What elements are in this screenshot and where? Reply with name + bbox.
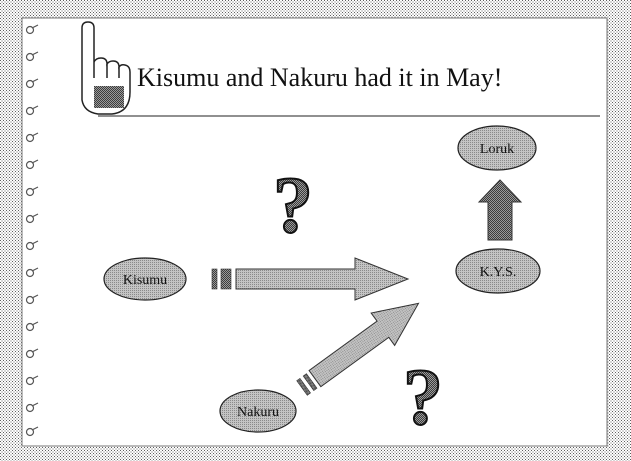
- binder-ring-icon: [25, 78, 39, 89]
- node-kisumu: Kisumu: [103, 257, 187, 301]
- binder-ring-icon: [25, 186, 39, 197]
- node-nakuru: Nakuru: [219, 389, 297, 433]
- node-label-loruk: Loruk: [480, 142, 514, 157]
- binder-ring-icon: [25, 426, 39, 437]
- binder-ring-icon: [25, 321, 39, 332]
- binder-ring-icon: [25, 375, 39, 386]
- binder-ring-icon: [25, 24, 39, 35]
- binder-rings: [25, 24, 39, 437]
- binder-ring-icon: [25, 402, 39, 413]
- binder-ring-icon: [25, 267, 39, 278]
- binder-ring-icon: [25, 51, 39, 62]
- slide-title: Kisumu and Nakuru had it in May!: [137, 63, 502, 92]
- question-mark-icon: ?: [272, 161, 314, 251]
- arrow-kisumu-to-kys: [211, 257, 410, 301]
- binder-ring-icon: [25, 348, 39, 359]
- node-kys: K.Y.S.: [455, 248, 541, 294]
- arrow-nakuru-to-kys: [296, 302, 420, 396]
- binder-ring-icon: [25, 105, 39, 116]
- arrow-kys-to-loruk: [477, 179, 523, 241]
- node-loruk: Loruk: [457, 125, 537, 171]
- question-mark-icon: ?: [402, 353, 444, 443]
- question-mark-2: ?: [403, 354, 443, 442]
- binder-ring-icon: [25, 240, 39, 251]
- pointing-hand-icon: [81, 21, 131, 115]
- binder-ring-icon: [25, 132, 39, 143]
- binder-ring-icon: [25, 159, 39, 170]
- node-label-kisumu: Kisumu: [123, 273, 167, 288]
- node-label-nakuru: Nakuru: [237, 405, 279, 420]
- binder-ring-icon: [25, 294, 39, 305]
- question-mark-1: ?: [273, 162, 313, 250]
- node-label-kys: K.Y.S.: [480, 265, 517, 280]
- binder-ring-icon: [25, 213, 39, 224]
- canvas-border: [21, 17, 608, 447]
